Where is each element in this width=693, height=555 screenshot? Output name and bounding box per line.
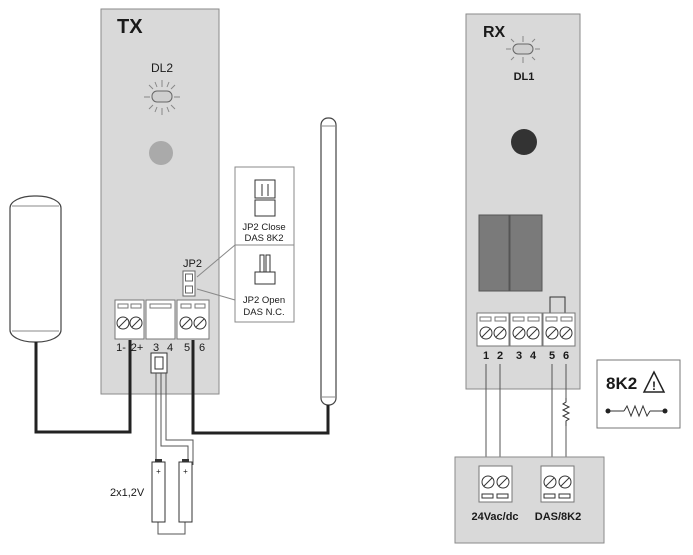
tx-wire-right <box>191 340 330 435</box>
rx-led-label: DL1 <box>514 71 535 83</box>
jumper-open-icon <box>254 254 276 285</box>
tx-terminal-screw-icon <box>116 316 207 330</box>
resistor-icon <box>561 398 571 426</box>
tx-terminal-label: 2+ <box>131 342 144 354</box>
tx-jumper-label: JP2 <box>183 258 202 270</box>
tx-battery-connector-slot <box>154 356 164 370</box>
jp2-close-label: JP2 Close <box>242 222 285 233</box>
jp2-open-label: JP2 Open <box>243 295 285 306</box>
controller-terminal-screw-icon <box>481 475 572 499</box>
tx-battery-wire-c <box>165 373 194 465</box>
tx-terminal-label: 4 <box>167 342 173 354</box>
controller-power-label: 24Vac/dc <box>471 511 518 523</box>
warning-symbol: ! <box>652 379 656 393</box>
tx-lens <box>149 141 173 165</box>
tx-jumper-pin-top <box>185 273 193 282</box>
jp2-close-sub-label: DAS 8K2 <box>244 233 283 244</box>
controller-das-label: DAS/8K2 <box>535 511 581 523</box>
rx-title: RX <box>483 24 506 41</box>
rx-terminal-label: 6 <box>563 350 569 362</box>
rx-led-dl1 <box>512 43 534 55</box>
battery-icon: + <box>151 459 166 523</box>
tx-terminal-label: 1- <box>116 342 126 354</box>
rx-lens <box>511 129 537 155</box>
rx-terminal-screw-icon <box>479 326 573 340</box>
rx-unit: RX DL1 <box>465 13 581 390</box>
jp2-callout: JP2 Close DAS 8K2 JP2 Open DAS N.C. <box>196 166 295 323</box>
jumper-closed-icon <box>254 179 276 217</box>
tx-battery-link <box>157 522 186 535</box>
rx-terminal-label: 2 <box>497 350 503 362</box>
tx-led-label: DL2 <box>151 61 173 75</box>
tx-jumper-pin-bottom <box>185 285 193 294</box>
battery-polarity-label: + <box>156 467 161 476</box>
rx-led-rays-icon <box>506 36 540 63</box>
jp2-open-sub-label: DAS N.C. <box>243 307 284 318</box>
resistor-terminal-dot <box>662 408 668 414</box>
right-rod <box>320 117 337 406</box>
rx-wires <box>485 364 567 468</box>
tx-led-rays-icon <box>144 80 180 115</box>
controller-box: 24Vac/dc DAS/8K2 <box>454 456 605 544</box>
tx-wires <box>34 340 330 535</box>
rx-terminal-label: 5 <box>549 350 555 362</box>
resistor-terminal-dot <box>605 408 611 414</box>
left-cylinder <box>9 195 62 343</box>
battery-polarity-label: + <box>183 467 188 476</box>
tx-terminal-label: 3 <box>153 342 159 354</box>
rx-relay <box>478 214 543 292</box>
warning-icon <box>642 370 666 393</box>
tx-battery-wire-b <box>160 373 189 465</box>
battery-label: 2x1,2V <box>110 487 145 499</box>
tx-unit: TX DL2 JP2 <box>100 8 220 395</box>
rx-terminal-label: 1 <box>483 350 489 362</box>
tx-wire-left <box>34 340 132 434</box>
tx-title: TX <box>117 16 143 38</box>
battery-icon: + <box>178 459 193 523</box>
resistor-badge: 8K2 ! <box>596 359 681 429</box>
rx-terminal-block <box>476 312 576 347</box>
resistor-value-label: 8K2 <box>606 374 637 393</box>
rx-terminal-label: 4 <box>530 350 537 362</box>
tx-terminal-label: 6 <box>199 342 205 354</box>
rx-terminal-label: 3 <box>516 350 522 362</box>
tx-led-dl2 <box>151 90 173 103</box>
tx-terminal-label: 5 <box>184 342 190 354</box>
rx-relay-contact-icon <box>549 296 566 313</box>
